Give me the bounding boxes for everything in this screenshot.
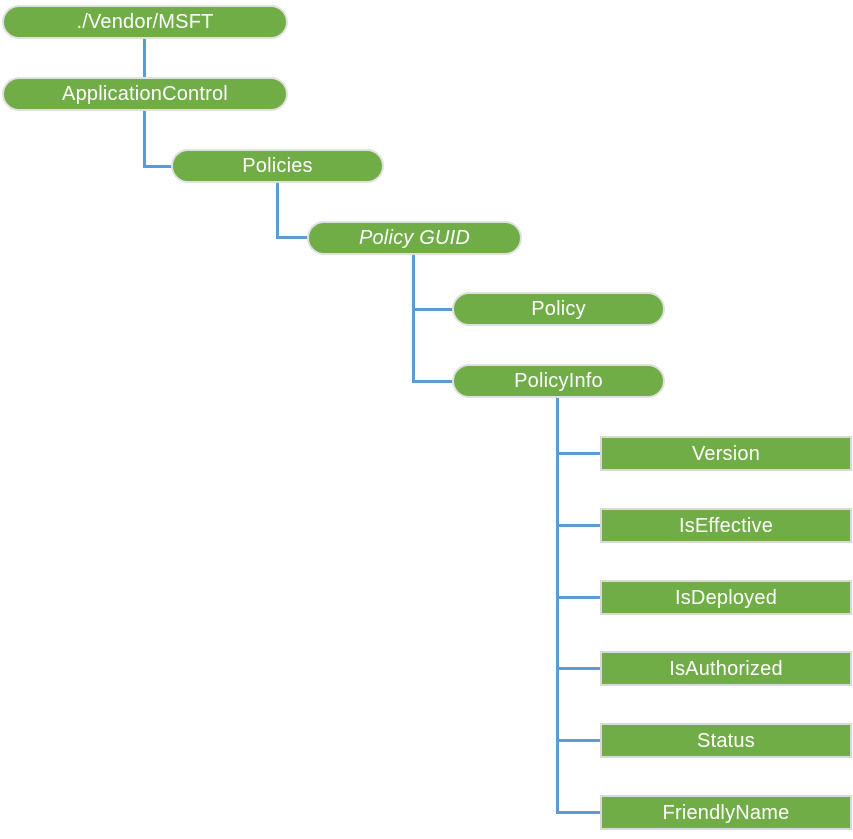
connector-policyinfo-children-vertical [556, 398, 559, 814]
node-is-effective: IsEffective [600, 508, 852, 543]
connector-policyguid-to-policy [412, 308, 454, 311]
connector-policyinfo-to-isdeployed [556, 596, 602, 599]
connector-policyinfo-to-version [556, 452, 602, 455]
connector-applicationcontrol-to-policies-horizontal [143, 165, 173, 168]
node-policies: Policies [171, 149, 384, 183]
connector-policies-to-policyguid-vertical [276, 183, 279, 239]
connector-policyguid-children-vertical [412, 255, 415, 383]
node-policy-guid: Policy GUID [307, 221, 522, 255]
node-is-authorized: IsAuthorized [600, 651, 852, 686]
connector-policyguid-to-policyinfo [412, 380, 454, 383]
connector-policyinfo-to-status [556, 739, 602, 742]
connector-policyinfo-to-isauthorized [556, 667, 602, 670]
node-vendor-msft: ./Vendor/MSFT [2, 5, 288, 39]
node-policy-info: PolicyInfo [452, 364, 665, 398]
node-status: Status [600, 723, 852, 758]
node-is-deployed: IsDeployed [600, 580, 852, 615]
connector-policies-to-policyguid-horizontal [276, 236, 309, 239]
connector-vendor-to-applicationcontrol [143, 39, 146, 77]
connector-policyinfo-to-friendlyname [556, 811, 602, 814]
node-friendly-name: FriendlyName [600, 795, 852, 830]
node-version: Version [600, 436, 852, 471]
node-policy: Policy [452, 292, 665, 326]
connector-applicationcontrol-to-policies-vertical [143, 110, 146, 168]
connector-policyinfo-to-iseffective [556, 524, 602, 527]
node-application-control: ApplicationControl [2, 77, 288, 111]
